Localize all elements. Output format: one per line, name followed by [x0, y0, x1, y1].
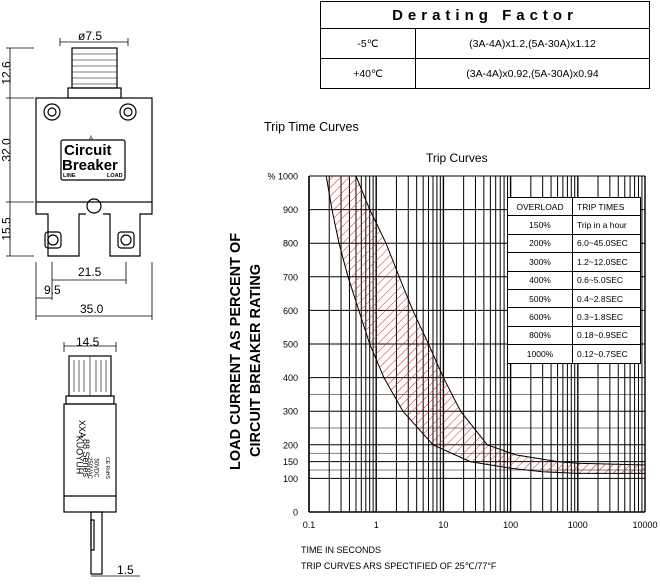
- y-tick-label: 100: [283, 474, 298, 484]
- derating-factor: (3A-4A)x1.2,(5A-30A)x1.12: [415, 28, 650, 59]
- x-tick-label: 1: [374, 520, 379, 530]
- table-row: 150%Trip in a hour: [507, 215, 641, 235]
- column-header: OVERLOAD: [507, 196, 573, 217]
- x-tick-label: 1000: [568, 520, 588, 530]
- terminal-screw-right: [120, 234, 132, 246]
- table-row: 800%0.18~0.9SEC: [507, 325, 641, 346]
- chart-note: TRIP CURVES ARS SPECTIFIED OF 25℃/77°F: [301, 561, 497, 571]
- trip-time: 0.3~1.8SEC: [572, 307, 641, 327]
- y-tick-label: 0: [293, 508, 298, 518]
- table-header-row: OVERLOAD TRIP TIMES: [507, 196, 641, 217]
- y-tick-label: 600: [283, 306, 298, 316]
- x-tick-label: 10000: [632, 520, 657, 530]
- y-axis-label-line-1: LOAD CURRENT AS PERCENT OF: [228, 232, 244, 470]
- x-tick-label: 0.1: [303, 520, 316, 530]
- trip-time: 6.0~45.0SEC: [572, 233, 641, 254]
- side-view: [63, 342, 140, 577]
- mount-hole-left: [43, 103, 61, 121]
- y-tick-label: % 1000: [267, 172, 298, 182]
- column-header: TRIP TIMES: [572, 196, 641, 217]
- side-body: [63, 403, 117, 513]
- dim-21-5: 21.5: [78, 265, 102, 279]
- table-row: 400%0.6~5.0SEC: [507, 270, 641, 290]
- dim-height-32: 32.0: [0, 138, 14, 162]
- breaker-body: [35, 97, 153, 203]
- y-tick-label: 900: [283, 205, 298, 215]
- derating-table: Derating Factor -5℃ (3A-4A)x1.2,(5A-30A)…: [320, 1, 650, 89]
- y-tick-label: 800: [283, 239, 298, 249]
- overload-table: OVERLOAD TRIP TIMES 150%Trip in a hour 2…: [507, 196, 641, 364]
- x-axis-label: TIME IN SECONDS: [301, 545, 382, 555]
- table-row: 500%0.4~2.8SEC: [507, 288, 641, 309]
- derating-title: Derating Factor: [320, 1, 650, 29]
- dim-side-thickness: 1.5: [117, 563, 134, 577]
- derating-condition: +40℃: [320, 58, 416, 89]
- side-volt-2: 50VDC: [92, 458, 99, 478]
- side-volt-1: 250VAC: [85, 457, 92, 479]
- label-circuit: Circuit: [64, 142, 112, 159]
- overload-value: 800%: [507, 325, 573, 346]
- table-row: +40℃ (3A-4A)x0.92,(5A-30A)x0.94: [320, 58, 650, 89]
- y-tick-label: 150: [283, 457, 298, 467]
- y-tick-label: 200: [283, 440, 298, 450]
- side-terminal: [90, 511, 103, 575]
- side-rating: XXA: [77, 419, 88, 439]
- curve-max_trip: [355, 175, 646, 466]
- x-tick-label: 10: [438, 520, 448, 530]
- front-view: [6, 38, 153, 320]
- derating-condition: -5℃: [320, 28, 416, 59]
- dim-side-width: 14.5: [76, 335, 100, 349]
- dim-9-5: 9.5: [44, 283, 61, 297]
- overload-value: 500%: [507, 288, 573, 309]
- label-line: LINE: [63, 173, 76, 179]
- trip-band-area: [326, 176, 645, 474]
- curve-min_trip: [325, 175, 645, 474]
- y-axis-label-line-2: CIRCUIT BREAKER RATING: [248, 263, 264, 457]
- trip-time: 0.12~0.7SEC: [572, 344, 641, 364]
- y-tick-label: 700: [283, 272, 298, 282]
- chart-caption: Trip Time Curves: [264, 120, 359, 134]
- overload-value: 400%: [507, 270, 573, 290]
- trip-time: 0.18~0.9SEC: [572, 325, 641, 346]
- trip-time: Trip in a hour: [572, 215, 641, 235]
- trip-time: 1.2~12.0SEC: [572, 252, 641, 272]
- trip-time: 0.4~2.8SEC: [572, 288, 641, 309]
- table-row: 600%0.3~1.8SEC: [507, 307, 641, 327]
- overload-value: 600%: [507, 307, 573, 327]
- side-mark: CE RoHS: [103, 457, 110, 479]
- mount-hole-right: [119, 103, 137, 121]
- label-breaker: Breaker: [62, 157, 118, 174]
- derating-factor: (3A-4A)x0.92,(5A-30A)x0.94: [415, 58, 650, 89]
- dim-diameter: ø7.5: [78, 29, 103, 43]
- table-row: 300%1.2~12.0SEC: [507, 252, 641, 272]
- overload-value: 1000%: [507, 344, 573, 364]
- table-row: -5℃ (3A-4A)x1.2,(5A-30A)x1.12: [320, 28, 650, 59]
- dim-height-12-6: 12.6: [0, 61, 14, 85]
- terminal-screw-left: [47, 234, 59, 246]
- overload-value: 150%: [507, 215, 573, 235]
- y-tick-label: 400: [283, 373, 298, 383]
- x-tick-label: 100: [503, 520, 518, 530]
- y-tick-label: 500: [283, 340, 298, 350]
- overload-value: 300%: [507, 252, 573, 272]
- dim-width-35: 35.0: [80, 302, 104, 316]
- chart-title: Trip Curves: [426, 151, 488, 165]
- label-a: A: [89, 136, 94, 142]
- table-row: 200%6.0~45.0SEC: [507, 233, 641, 254]
- y-tick-label: 300: [283, 407, 298, 417]
- table-row: 1000%0.12~0.7SEC: [507, 344, 641, 364]
- overload-value: 200%: [507, 233, 573, 254]
- trip-curve-chart: % 100090080070060050040030020015010000.1…: [267, 172, 657, 531]
- label-load: LOAD: [107, 173, 123, 179]
- dim-height-15-5: 15.5: [0, 217, 14, 241]
- label-box: [60, 139, 126, 181]
- trip-time: 0.6~5.0SEC: [572, 270, 641, 290]
